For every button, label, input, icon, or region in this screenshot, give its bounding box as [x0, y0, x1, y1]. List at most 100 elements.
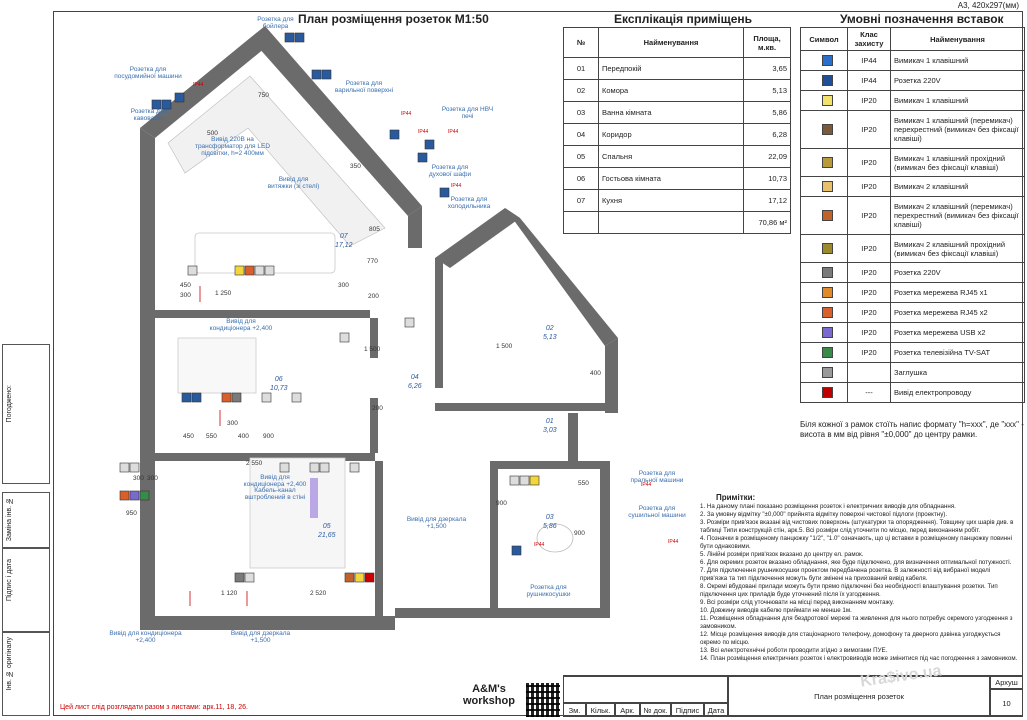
legend-note: Біля кожної з рамок стоїть напис формату…: [800, 420, 1024, 439]
floor-plan: [119, 26, 618, 630]
tv-sat-icon: [821, 347, 833, 358]
note-item: 7. Для підключення рушникосушки проектом…: [700, 567, 991, 582]
notes-title: Примітки:: [716, 493, 756, 502]
equipment-label: Вивід для кондиціонера +2,400: [109, 630, 182, 644]
side-stamp-label: Підпис і дата: [6, 559, 13, 602]
dimension: 2 550: [246, 460, 263, 467]
protection-class: IP20: [847, 322, 891, 343]
note-item: 11. Розміщення обладнання для бездротово…: [700, 615, 1013, 630]
wall: [140, 308, 155, 458]
socket-group: [234, 265, 275, 276]
qr-code: [526, 683, 560, 717]
ip-tag: IP44: [448, 129, 459, 135]
plug-cap-icon: [821, 367, 833, 378]
wall: [435, 403, 605, 411]
note-item: 2. За умовну відмітку "±0,000" прийнята …: [700, 511, 948, 518]
legend-item-name: Вимикач 1 клавішний (перемикач) перехрес…: [890, 110, 1025, 149]
switch-1-key-icon: [821, 95, 833, 106]
legend-item-name: Вимикач 1 клавішний прохідний (вимикач б…: [890, 148, 1025, 177]
note-item: 9. Всі розміри слід уточнювати на місці …: [700, 599, 894, 606]
note-item: 4. Позначки в розміщеному панцюжку "1/2"…: [700, 535, 1012, 550]
equipment-label: Розетка для сушильної машини: [628, 505, 686, 519]
dimension: 1 120: [221, 590, 238, 597]
switch-1-key-cross-icon: [821, 124, 833, 135]
ip-tag: IP44: [418, 129, 429, 135]
plan-title: План розміщення розеток М1:50: [298, 12, 489, 26]
socket-group: [119, 462, 150, 501]
dimension: 2 520: [310, 590, 327, 597]
equipment-label: Розетка для пральної машини: [630, 470, 684, 484]
dimension: 550: [578, 480, 589, 487]
notes-list: 1. На даному плані показано розміщення р…: [700, 503, 1018, 663]
equipment-label: Розетка для бойлера: [257, 16, 294, 30]
dimension: 200: [368, 293, 379, 300]
equipment-label: Вивід для дзеркала +1,500: [406, 516, 467, 530]
dimension: 300: [338, 282, 349, 289]
protection-class: IP20: [847, 234, 891, 263]
wall: [140, 128, 155, 308]
protection-class: IP20: [847, 262, 891, 283]
title-block-column: Зм.: [563, 703, 586, 717]
equipment-label: Розетка для НВЧ печі: [441, 106, 494, 120]
ip-tag: IP44: [534, 542, 545, 548]
legend-row: Заглушка: [800, 362, 1025, 383]
legend-title: Умовні позначення вставок: [840, 12, 1004, 26]
legend-row: ---Вивід електропроводу: [800, 382, 1025, 403]
socket-group: [279, 462, 360, 473]
legend-item-name: Розетка мережева RJ45 x2: [890, 302, 1025, 323]
note-item: 13. Всі електротехнічні роботи проводити…: [700, 647, 888, 654]
equipment-label: Вивід для кондиціонера +2,400: [243, 474, 307, 488]
column-header: Найменування: [598, 27, 744, 58]
dimension: 950: [126, 510, 137, 517]
dimension: 300: [227, 420, 238, 427]
dimension: 900: [263, 433, 274, 440]
equipment-label: Розетка для рушникосушки: [526, 584, 571, 598]
sheet-reference: Цей лист слід розглядати разом з листами…: [60, 704, 248, 711]
column-header: Площа, м.кв.: [743, 27, 791, 58]
wall: [490, 461, 498, 611]
protection-class: IP20: [847, 282, 891, 303]
legend-item-name: Розетка мережева RJ45 x1: [890, 282, 1025, 303]
protection-class: IP44: [847, 70, 891, 91]
protection-class: IP20: [847, 196, 891, 235]
dimension: 770: [367, 258, 378, 265]
wall: [568, 413, 578, 461]
dimension: 350: [350, 163, 361, 170]
column-header: №: [563, 27, 599, 58]
dimension: 300: [180, 292, 191, 299]
dimension: 550: [206, 433, 217, 440]
wall: [250, 26, 422, 216]
wall: [140, 38, 265, 138]
power-leads: [189, 286, 248, 606]
sofa: [177, 337, 257, 394]
wall: [505, 208, 618, 346]
dimension: 1 500: [496, 343, 513, 350]
switch-1-key-pass-icon: [821, 157, 833, 168]
wall: [435, 258, 443, 388]
title-block: Зм. Кільк. Арк. № док. Підпис Дата План …: [563, 675, 1023, 717]
protection-class: IP20: [847, 90, 891, 111]
usb-x2-icon: [821, 327, 833, 338]
note-item: 8. Окремі вбудовані прилади можуть бути …: [700, 583, 998, 598]
legend-item-name: Вимикач 2 клавішний (перемикач) перехрес…: [890, 196, 1025, 235]
ip-tag: IP44: [451, 183, 462, 189]
note-item: 3. Розміри прив'язок вказані від чистови…: [700, 519, 1014, 534]
column-header: Клас захисту: [847, 27, 891, 51]
equipment-label: Вивід 220В на трансформатор для LED підс…: [194, 136, 271, 157]
wall: [605, 338, 618, 413]
side-stamp-label: Погоджено:: [6, 385, 13, 423]
dimension: 500: [207, 130, 218, 137]
socket-group: [234, 572, 375, 583]
sheet-format: A3, 420х297(мм): [957, 1, 1019, 10]
